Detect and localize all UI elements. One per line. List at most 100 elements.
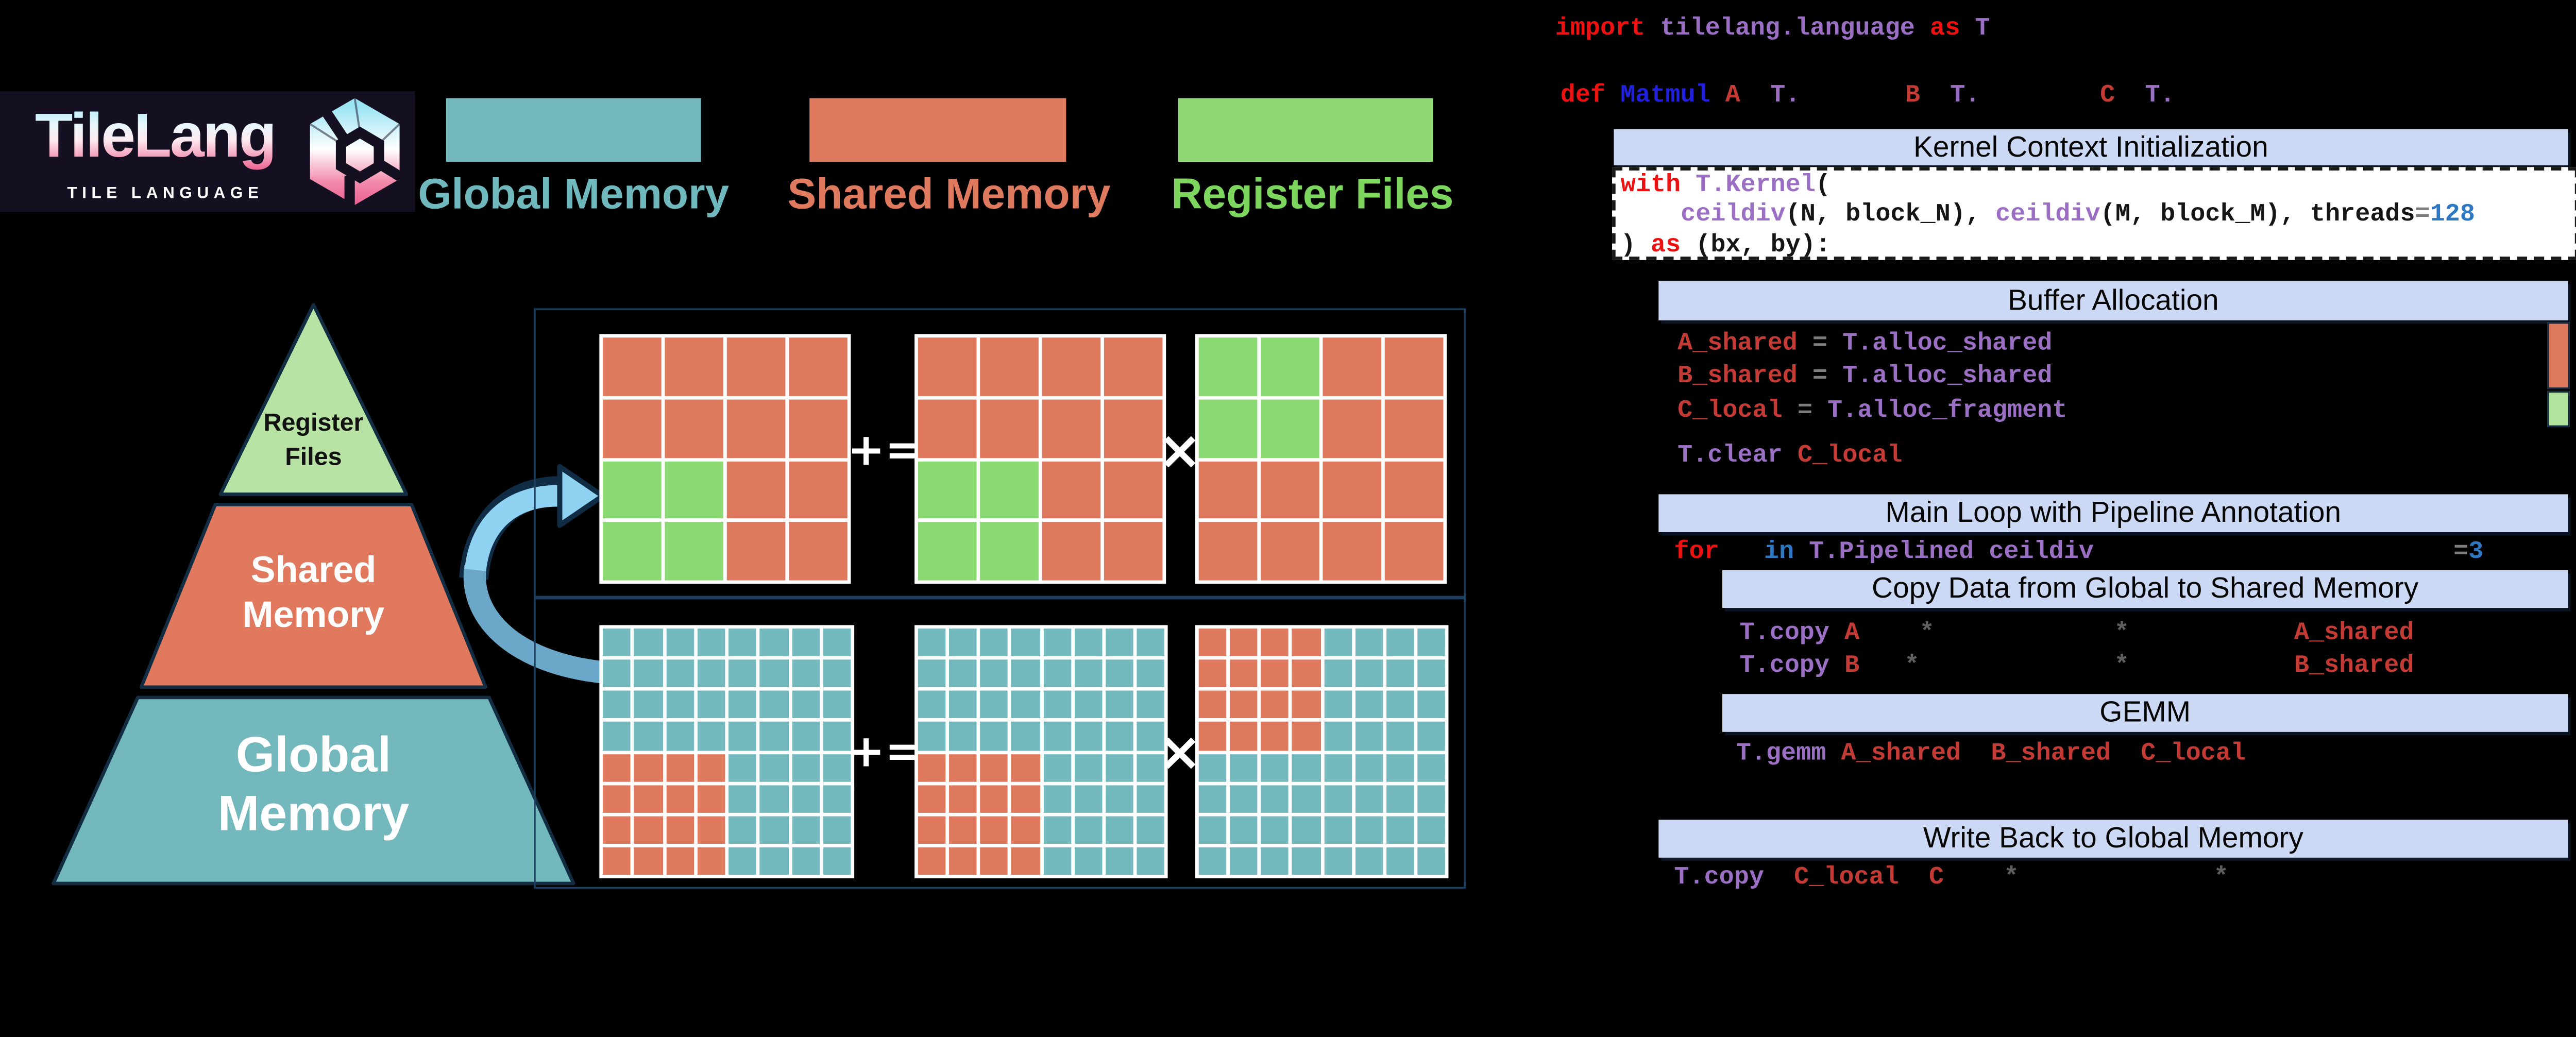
matrix-cell [1136,785,1164,813]
matrix-cell [1011,691,1040,719]
matrix-cell [1417,785,1445,813]
code-token: ceildiv [1995,202,2100,230]
matrix-cell [1354,722,1383,750]
code-token: B_shared [2294,652,2414,681]
code-token: T.Pipelined [1809,538,1974,566]
matrix-cell [1292,722,1320,750]
code-token [1826,740,1841,767]
section-header-kernel-context: Kernel Context Initialization [1614,129,2568,165]
matrix-cell [1386,628,1414,657]
matrix-cell [1043,815,1071,844]
matrix-cell [980,522,1039,581]
matrix-cell [980,659,1008,688]
matrix-cell [697,628,725,657]
code-token: B [1844,652,1860,681]
code-token [1960,15,1975,43]
code-token: * [1919,620,1935,648]
matrix-cell [1105,785,1133,813]
matrix-cell [791,628,820,657]
legend-swatch-shared-memory [809,98,1066,162]
matrix-cell [1198,722,1227,750]
times-operator-top: × [1157,420,1202,483]
matrix-cell [666,722,694,750]
matrix-cell [1074,628,1102,657]
matrix-cell [603,847,631,875]
kernel-context-code-box: with T.Kernel( ceildiv(N, block_N), ceil… [1612,167,2576,260]
code-token [1740,82,1770,110]
matrix-cell [1011,753,1040,781]
code-token: B_shared [1991,739,2111,768]
matrix-cell [1074,691,1102,719]
code-token: as [1930,15,1960,43]
matrix-cell [1136,815,1164,844]
matrix-cell [1261,461,1319,519]
matrix-cell [1354,847,1383,875]
pyramid-label-global: Global [236,726,392,783]
matrix-cell [1105,815,1133,844]
matrix-cell [1261,785,1289,813]
matrix-cell [1043,691,1071,719]
matrix-cell [1198,522,1258,581]
code-token [2129,653,2294,680]
code-token [1719,538,1764,566]
matrix-cell [726,399,786,457]
matrix-cell [1043,753,1071,781]
matrix-cell [1042,461,1101,519]
matrix-cell [1198,847,1227,875]
matrix-cell [823,753,851,781]
matrix-cell [789,399,848,457]
matrix-cell [728,722,757,750]
code-token: B_shared [1677,363,1798,391]
matrix-cell [1324,815,1352,844]
matrix-cell [603,815,631,844]
code-token: ceildiv [1681,202,1786,230]
matrix-cell [791,785,820,813]
matrix-cell [918,659,946,688]
pyramid-label-register: Register [263,409,363,436]
matrix-cell [760,628,788,657]
code-token: import [1555,15,1646,43]
code-token: * [1904,652,1920,681]
matrix-cell [1324,847,1352,875]
legend-swatch-global-memory [446,98,701,162]
matrix-cell [634,847,663,875]
matrix-cell [1043,659,1071,688]
code-token [2115,82,2145,110]
matrix-cell [1105,847,1133,875]
matrix-cell [728,659,757,688]
matrix-cell [1354,753,1383,781]
matrix-cell [1386,722,1414,750]
matrix-cell [1261,337,1319,396]
code-line-as-bx-by: ) as (bx, by): [1621,232,2575,262]
code-token: T. [1950,82,1980,110]
matrix-cell [634,691,663,719]
code-line-alloc-c-local: C_local = T.alloc_fragment [1677,395,2067,428]
legend-label-global-memory: Global Memory [418,170,730,219]
matrix-cell [791,847,820,875]
matrix-cell [1417,691,1445,719]
matrix-cell [823,659,851,688]
matrix-cell [1292,659,1320,688]
logo-title: TileLang [10,96,300,176]
matrix-cell [1043,785,1071,813]
matrix-cell [1417,815,1445,844]
code-token: A_shared [1841,739,1961,768]
matrix-cell [1417,628,1445,657]
matrix-cell [1292,753,1320,781]
matrix-cell [789,522,848,581]
code-line-ceildiv: ceildiv(N, block_N), ceildiv(M, block_M)… [1621,202,2575,232]
code-token [1980,82,2100,110]
code-line-copy-a: T.copy A * * A_shared [1739,618,2414,651]
matrix-cell [949,722,977,750]
matrix-cell [665,337,724,396]
matrix-cell [1384,461,1444,519]
matrix-cell [980,691,1008,719]
matrix-grid-c-global [599,625,855,878]
matrix-cell [726,522,786,581]
code-token [1783,397,1798,424]
code-token [1859,620,1919,647]
code-token [1899,864,1929,891]
matrix-cell [1261,628,1289,657]
code-token: = [1797,397,1812,425]
matrix-cell [918,628,946,657]
